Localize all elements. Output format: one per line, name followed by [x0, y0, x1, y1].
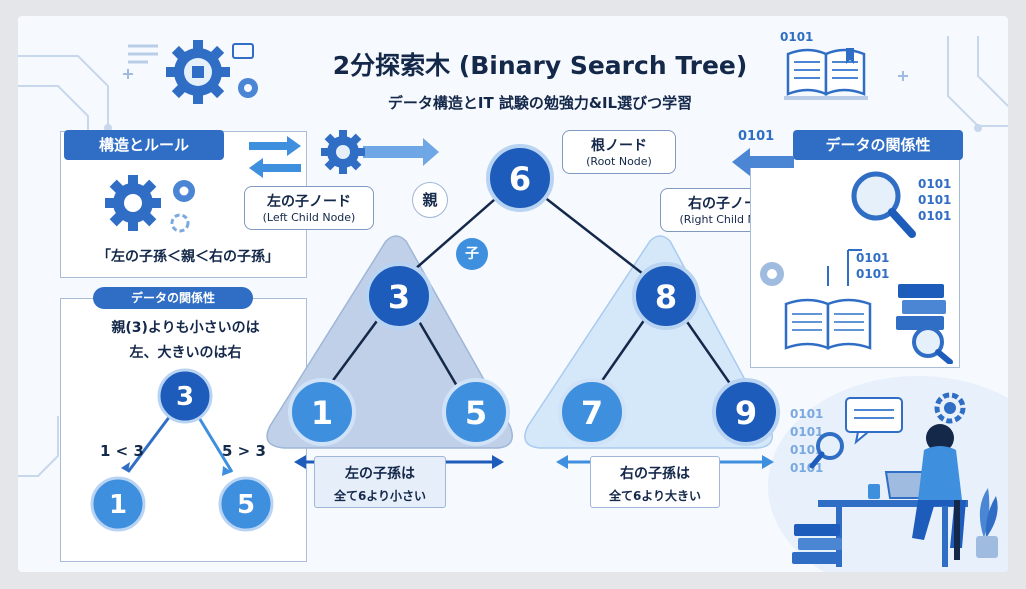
binary-search-tree: 6 3 8 1 5 7 9	[266, 144, 780, 469]
mini-node-parent-label: 3	[176, 382, 194, 412]
root-callout-jp: 根ノード	[591, 138, 647, 154]
relation-header: データの関係性	[93, 287, 253, 309]
root-node-callout: 根ノード (Root Node)	[562, 130, 676, 174]
gears-icon	[105, 175, 195, 233]
left-callout-en: (Left Child Node)	[262, 211, 356, 224]
parent-tag: 親	[412, 182, 448, 218]
child-tag: 子	[456, 238, 488, 270]
infographic-frame: 2分探索木 (Binary Search Tree) データ構造とIT 試験の勉…	[18, 16, 1008, 572]
binary-label-5: 0101	[856, 251, 889, 265]
left-child-callout: 左の子ノード (Left Child Node)	[244, 186, 374, 230]
relation-line-1: 親(3)よりも小さいのは	[111, 320, 260, 336]
mini-node-right: 5	[218, 476, 274, 532]
exchange-arrows-icon	[249, 130, 439, 178]
left-caption-line1: 左の子孫は	[345, 466, 415, 482]
binary-label-3: 0101	[918, 193, 951, 207]
mini-node-left: 1	[90, 476, 146, 532]
mini-node-left-label: 1	[109, 490, 127, 520]
binary-label-2: 0101	[918, 177, 951, 191]
right-caption-line1: 右の子孫は	[620, 466, 690, 482]
gear-icon	[166, 40, 258, 104]
node-root: 6	[486, 144, 554, 212]
binary-label-8: 0101	[790, 425, 823, 439]
rules-header: 構造とルール	[64, 130, 224, 160]
node-left-right: 5	[442, 378, 510, 446]
node-right-left-label: 7	[581, 394, 603, 432]
student-illustration: 0101 0101 0101 0101	[790, 392, 998, 567]
binary-label-4: 0101	[918, 209, 951, 223]
node-right-right-label: 9	[735, 394, 757, 432]
node-root-label: 6	[509, 160, 531, 198]
node-left: 3	[365, 262, 433, 330]
left-arrow-icon: 0101	[732, 129, 794, 176]
page-title: 2分探索木 (Binary Search Tree)	[332, 51, 748, 80]
binary-label-9: 0101	[790, 443, 823, 457]
binary-label-6: 0101	[856, 267, 889, 281]
node-left-right-label: 5	[465, 394, 487, 432]
mini-tree: 3 1 5 1 < 3 5 > 3	[90, 368, 274, 532]
left-subtree-caption: 左の子孫は 全て6より小さい	[314, 456, 446, 508]
right-subtree-caption: 右の子孫は 全て6より大きい	[590, 456, 720, 508]
binary-text: 0101	[780, 30, 814, 44]
node-left-left: 1	[288, 378, 356, 446]
compare-left: 1 < 3	[100, 442, 144, 460]
binary-label-7: 0101	[790, 407, 823, 421]
page-subtitle: データ構造とIT 試験の勉強力&IL選びつ学習	[387, 94, 693, 112]
node-left-left-label: 1	[311, 394, 333, 432]
node-right: 8	[632, 262, 700, 330]
node-left-label: 3	[388, 278, 410, 316]
data-search-illustration: 0101 0101 0101 0101 0101	[760, 171, 953, 364]
rule-text: 「左の子孫＜親＜右の子孫」	[97, 249, 279, 265]
left-caption-line2: 全て6より小さい	[333, 489, 427, 503]
right-caption-line2: 全て6より大きい	[608, 489, 702, 503]
root-callout-en: (Root Node)	[586, 155, 652, 168]
mini-node-right-label: 5	[237, 490, 255, 520]
mini-node-parent: 3	[157, 368, 213, 424]
left-callout-jp: 左の子ノード	[267, 194, 351, 210]
binary-label-1: 0101	[738, 129, 774, 144]
node-right-label: 8	[655, 278, 677, 316]
node-right-left: 7	[558, 378, 626, 446]
node-right-right: 9	[712, 378, 780, 446]
compare-right: 5 > 3	[222, 442, 266, 460]
book-icon	[784, 48, 868, 100]
right-relation-header: データの関係性	[793, 130, 963, 160]
binary-label-10: 0101	[790, 461, 823, 475]
relation-line-2: 左、大きいのは右	[129, 345, 242, 361]
